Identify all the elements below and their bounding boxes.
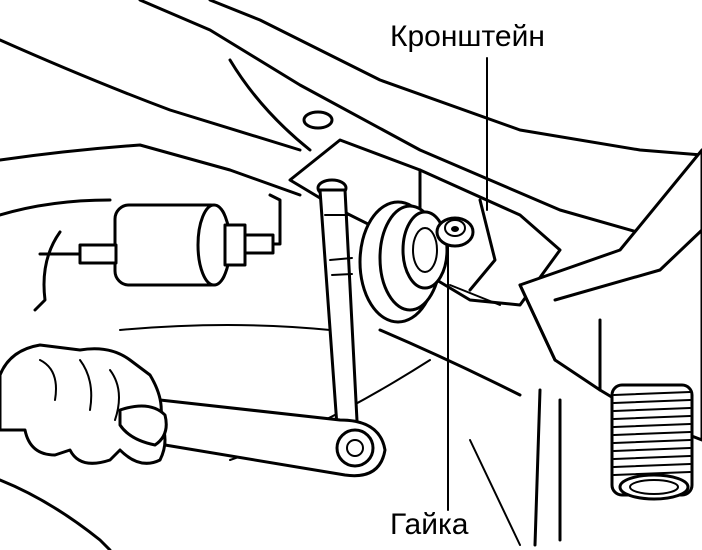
long-bolt: [316, 178, 360, 442]
hand: [0, 343, 168, 550]
label-bracket: Кронштейн: [390, 20, 545, 53]
bump-stop-block: [518, 148, 702, 442]
leader-lines: [447, 57, 488, 511]
fuel-filter: [33, 193, 282, 312]
label-nut: Гайка: [390, 508, 469, 541]
mounting-hole: [302, 110, 334, 130]
wrench: [158, 398, 387, 478]
coil-spring: [610, 383, 694, 501]
bushing-assembly: [358, 200, 475, 324]
